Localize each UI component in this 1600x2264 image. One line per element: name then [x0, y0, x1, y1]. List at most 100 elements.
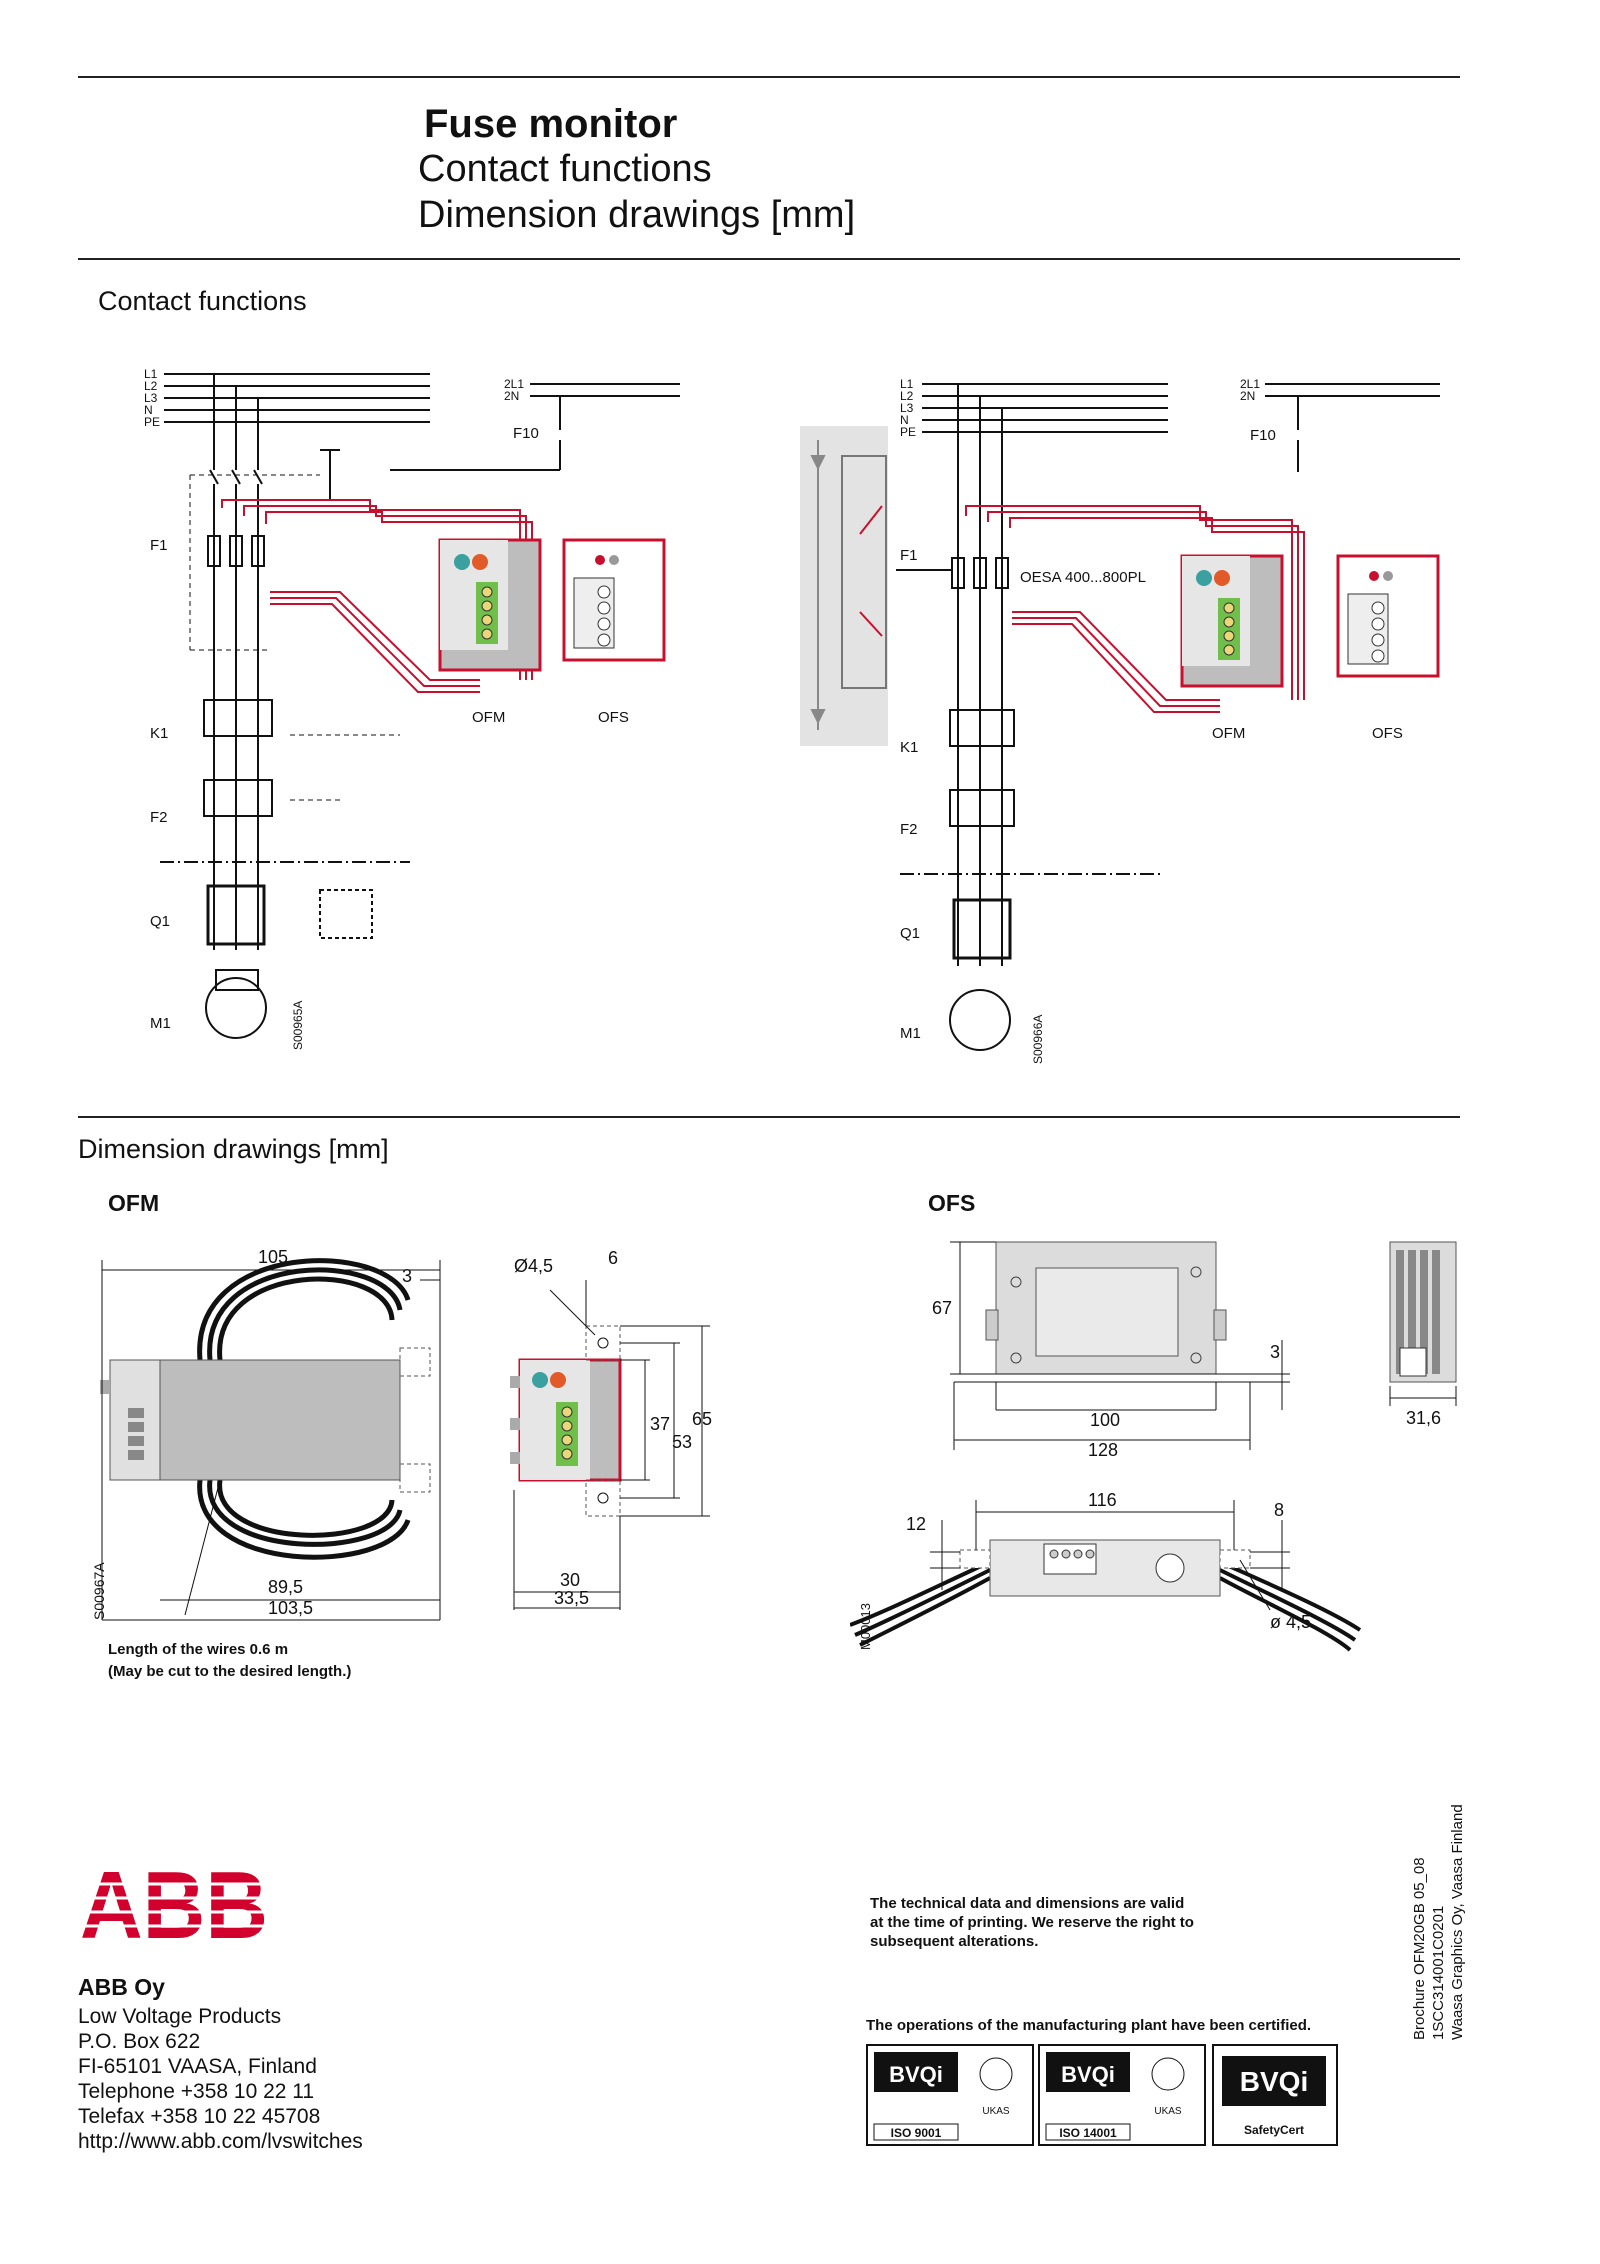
svg-text:UKAS: UKAS — [982, 2106, 1010, 2117]
top-rule — [78, 76, 1460, 78]
label-k1: K1 — [900, 739, 918, 756]
right-schematic: L1 L2 L3 N PE 2L1 2N F10 F1 K1 F2 Q1 M1 … — [800, 377, 1440, 1064]
label-f10: F10 — [513, 425, 539, 442]
disclaimer-line: The technical data and dimensions are va… — [870, 1895, 1185, 1912]
label-f1: F1 — [900, 547, 918, 564]
aux-label-2l1: 2L1 — [504, 377, 524, 391]
website-link[interactable]: http://www.abb.com/lvswitches — [78, 2130, 363, 2153]
drawing-code: S00965A — [291, 1001, 305, 1050]
certification-note: The operations of the manufacturing plan… — [866, 2017, 1312, 2034]
ofs-drawing-code: M00013 — [858, 1603, 873, 1650]
header-rule — [78, 258, 1460, 260]
dim-100: 100 — [1090, 1410, 1120, 1430]
wire-note-2: (May be cut to the desired length.) — [108, 1663, 352, 1680]
wire-note-1: Length of the wires 0.6 m — [108, 1641, 289, 1658]
address-line: FI-65101 VAASA, Finland — [78, 2055, 317, 2078]
ofs-heading: OFS — [928, 1190, 976, 1216]
dim-65: 65 — [692, 1409, 712, 1429]
brochure-line: Brochure OFM20GB 05_08 — [1411, 1857, 1428, 2040]
company-name: ABB Oy — [78, 1974, 165, 2000]
label-m1: M1 — [150, 1015, 171, 1032]
label-f10: F10 — [1250, 427, 1276, 444]
label-f1: F1 — [150, 537, 168, 554]
aux-label-2l1: 2L1 — [1240, 377, 1260, 391]
svg-text:UKAS: UKAS — [1154, 2106, 1182, 2117]
dim-12: 12 — [906, 1514, 926, 1534]
bus-label-l1: L1 — [900, 377, 914, 391]
address-line: Telephone +358 10 22 11 — [78, 2080, 315, 2103]
dim-3: 3 — [1270, 1342, 1280, 1362]
ofs-dimension-drawing: 67 3 100 128 31,6 12 116 8 ø 4,5 M00013 — [850, 1241, 1457, 1652]
dim-31-6: 31,6 — [1406, 1408, 1441, 1428]
oesa-side-panel — [800, 426, 888, 746]
address-line: Low Voltage Products — [78, 2005, 282, 2028]
certification-badges: BVQi ISO 9001 UKAS BVQi ISO 14001 UKAS B… — [866, 2044, 1338, 2146]
address-line: P.O. Box 622 — [78, 2030, 201, 2053]
svg-text:BVQi: BVQi — [1061, 2062, 1115, 2087]
dim-6: 6 — [608, 1248, 618, 1268]
label-oesa: OESA 400...800PL — [1020, 569, 1146, 586]
bus-label-l3: L3 — [900, 401, 914, 415]
ofm-drawing-code: S00967A — [91, 1562, 107, 1620]
dim-30: 30 — [560, 1570, 580, 1590]
dim-89-5: 89,5 — [268, 1577, 303, 1597]
label-ofs: OFS — [1372, 725, 1403, 742]
cert-badge-safetycert: BVQi SafetyCert — [1212, 2044, 1338, 2146]
dim-hole-4-5: ø 4,5 — [1270, 1612, 1311, 1632]
label-q1: Q1 — [150, 913, 170, 930]
svg-text:BVQi: BVQi — [889, 2062, 943, 2087]
bus-label-n: N — [900, 413, 909, 427]
dim-37: 37 — [650, 1414, 670, 1434]
contact-functions-heading: Contact functions — [98, 286, 307, 316]
label-ofm: OFM — [1212, 725, 1245, 742]
dim-103-5: 103,5 — [268, 1598, 313, 1618]
bus-label-l2: L2 — [144, 379, 158, 393]
svg-text:ISO 14001: ISO 14001 — [1059, 2126, 1117, 2140]
bus-label-pe: PE — [144, 415, 160, 429]
label-f2: F2 — [150, 809, 168, 826]
left-schematic: L1 L2 L3 N PE 2L1 2N F10 F1 K1 F2 Q1 M1 … — [144, 367, 680, 1050]
section-rule — [78, 1116, 1460, 1118]
bus-label-l1: L1 — [144, 367, 158, 381]
bus-label-pe: PE — [900, 425, 916, 439]
label-m1: M1 — [900, 1025, 921, 1042]
brochure-line: Waasa Graphics Oy, Vaasa Finland — [1449, 1804, 1466, 2040]
dim-53: 53 — [672, 1432, 692, 1452]
address-line: Telefax +358 10 22 45708 — [78, 2105, 321, 2128]
bus-label-l2: L2 — [900, 389, 914, 403]
dim-hole-4-5: Ø4,5 — [514, 1256, 553, 1276]
dim-3: 3 — [402, 1266, 412, 1286]
page-title: Fuse monitor — [424, 102, 678, 146]
dim-8: 8 — [1274, 1500, 1284, 1520]
brochure-info: Brochure OFM20GB 05_08 1SCC314001C0201 W… — [1410, 1804, 1467, 2040]
aux-label-2n: 2N — [1240, 389, 1255, 403]
dim-105: 105 — [258, 1247, 288, 1267]
ofm-heading: OFM — [108, 1190, 160, 1216]
dim-33-5: 33,5 — [554, 1588, 589, 1608]
disclaimer-line: subsequent alterations. — [870, 1933, 1039, 1950]
disclaimer: The technical data and dimensions are va… — [870, 1894, 1194, 1951]
svg-text:ISO 9001: ISO 9001 — [891, 2126, 942, 2140]
bus-label-n: N — [144, 403, 153, 417]
brochure-line: 1SCC314001C0201 — [1430, 1905, 1447, 2040]
label-ofm: OFM — [472, 709, 505, 726]
dimension-drawings-heading: Dimension drawings [mm] — [78, 1134, 389, 1164]
aux-label-2n: 2N — [504, 389, 519, 403]
dim-116: 116 — [1088, 1490, 1117, 1510]
page-subtitle-contact: Contact functions — [418, 148, 712, 190]
dim-128: 128 — [1088, 1440, 1118, 1460]
label-k1: K1 — [150, 725, 168, 742]
drawing-code: S00966A — [1031, 1015, 1045, 1064]
cert-badge-iso14001: BVQi ISO 14001 UKAS — [1038, 2044, 1206, 2146]
cert-badge-iso9001: BVQi ISO 9001 UKAS — [866, 2044, 1034, 2146]
ofm-dimension-drawing: 105 3 89,5 103,5 S00967A Ø4,5 6 37 53 65… — [91, 1247, 712, 1621]
disclaimer-line: at the time of printing. We reserve the … — [870, 1914, 1194, 1931]
company-address: Low Voltage Products P.O. Box 622 FI-651… — [78, 2004, 363, 2154]
svg-text:BVQi: BVQi — [1240, 2066, 1308, 2097]
svg-text:SafetyCert: SafetyCert — [1244, 2123, 1304, 2137]
abb-logo: ABB — [78, 1866, 270, 1944]
label-ofs: OFS — [598, 709, 629, 726]
bus-label-l3: L3 — [144, 391, 158, 405]
page-subtitle-dimension: Dimension drawings [mm] — [418, 194, 856, 236]
label-f2: F2 — [900, 821, 918, 838]
